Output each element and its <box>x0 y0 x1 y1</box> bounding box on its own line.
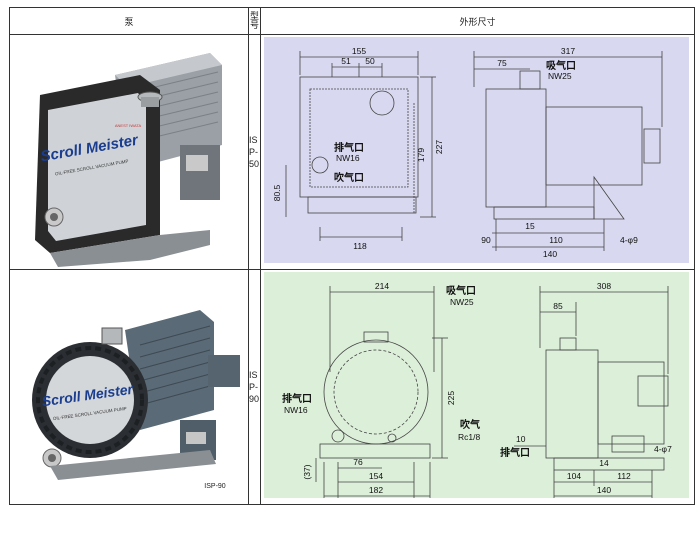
dimension-svg-isp50: 155 51 50 227 179 80.5 118 排气口 NW16 吹气口 … <box>272 46 663 259</box>
dim-side-10: 10 <box>516 434 526 444</box>
pump-photo-cell: Scroll Meister OIL-FREE SCROLL VACUUM PU… <box>9 269 249 505</box>
dimension-drawing-isp50: 155 51 50 227 179 80.5 118 排气口 NW16 吹气口 … <box>264 37 689 263</box>
label-exhaust-port: 排气口 <box>282 392 312 405</box>
dim-front-base-offset: 80.5 <box>272 184 282 201</box>
dim-front-76: 76 <box>353 457 363 467</box>
table-header-row: 泵 型号 外形尺寸 <box>9 7 695 35</box>
dim-front-width: 155 <box>352 46 366 56</box>
label-purge-spec: Rc1/8 <box>458 432 480 442</box>
header-pump: 泵 <box>9 7 249 35</box>
dim-side-90: 90 <box>481 235 491 245</box>
dim-side-140: 140 <box>543 249 557 259</box>
dim-front-left: 51 <box>341 56 351 66</box>
label-inlet-spec: NW25 <box>548 71 572 81</box>
dim-front-height-outer: 227 <box>434 140 444 154</box>
dim-front-37: (37) <box>302 464 312 479</box>
dim-front-base-width: 118 <box>353 241 367 251</box>
label-exhaust-port: 排气口 <box>334 141 364 154</box>
dim-front-154: 154 <box>369 471 383 481</box>
dimension-cell: 155 51 50 227 179 80.5 118 排气口 NW16 吹气口 … <box>260 34 695 270</box>
pump-photo-cell: Scroll Meister OIL-FREE SCROLL VACUUM PU… <box>9 34 249 270</box>
photo-maker-text: ANEST IWATA <box>115 123 142 128</box>
dim-side-112: 112 <box>617 471 631 481</box>
pump-photo-isp50: Scroll Meister OIL-FREE SCROLL VACUUM PU… <box>10 35 248 267</box>
table-row: Scroll Meister OIL-FREE SCROLL VACUUM PU… <box>9 269 695 505</box>
dim-side-15: 15 <box>525 221 535 231</box>
label-exhaust-spec: NW16 <box>336 153 360 163</box>
model-cell-isp90: ISP-90 <box>248 269 261 505</box>
photo-caption: ISP-90 <box>204 483 226 490</box>
label-inlet-spec: NW25 <box>450 297 474 307</box>
dimension-drawing-isp90: 214 吸气口 NW25 225 排气口 NW16 吹气 Rc1/8 76 15… <box>264 272 689 500</box>
model-cell-isp50: ISP-50 <box>248 34 261 270</box>
header-model: 型号 <box>248 7 261 35</box>
label-side-exhaust: 排气口 <box>500 446 530 459</box>
dim-side-104: 104 <box>567 471 581 481</box>
dim-side-110: 110 <box>549 235 563 245</box>
dimension-svg-isp90: 214 吸气口 NW25 225 排气口 NW16 吹气 Rc1/8 76 15… <box>282 281 672 500</box>
dim-side-14: 14 <box>599 458 609 468</box>
dim-front-right: 50 <box>365 56 375 66</box>
dim-side-140: 140 <box>597 485 611 495</box>
dim-front-height-inner: 179 <box>416 148 426 162</box>
dim-front-width: 214 <box>375 281 389 291</box>
pump-photo-isp90: Scroll Meister OIL-FREE SCROLL VACUUM PU… <box>10 270 248 502</box>
dim-side-length: 308 <box>597 281 611 291</box>
dimension-cell: 214 吸气口 NW25 225 排气口 NW16 吹气 Rc1/8 76 15… <box>260 269 695 505</box>
pump-spec-table: 泵 型号 外形尺寸 <box>9 7 695 505</box>
label-inlet-port: 吸气口 <box>446 284 476 297</box>
dim-side-holes: 4-φ9 <box>620 235 638 245</box>
label-exhaust-spec: NW16 <box>284 405 308 415</box>
header-dimensions: 外形尺寸 <box>260 7 695 35</box>
table-row: Scroll Meister OIL-FREE SCROLL VACUUM PU… <box>9 34 695 270</box>
label-purge-port: 吹气 <box>460 418 480 431</box>
dim-front-182: 182 <box>369 485 383 495</box>
label-purge-port: 吹气口 <box>334 171 364 184</box>
dim-side-holes: 4-φ7 <box>654 444 672 454</box>
dim-side-inlet-offset: 75 <box>497 58 507 68</box>
dim-side-offset: 85 <box>553 301 563 311</box>
label-inlet-port: 吸气口 <box>546 59 576 72</box>
dim-side-length: 317 <box>561 46 575 56</box>
dim-front-height: 225 <box>446 391 456 405</box>
